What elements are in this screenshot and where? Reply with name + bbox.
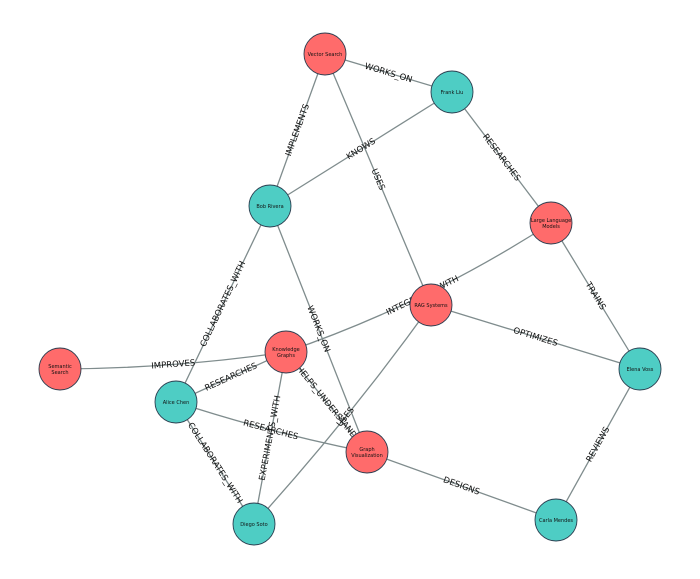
node-label: Carla Mendes <box>539 518 573 524</box>
node-circle[interactable] <box>430 70 474 114</box>
edge-label-rag-elena_voss: OPTIMIZES <box>512 326 559 349</box>
edge-label-alice_chen-bob_rivera: COLLABORATES_WITH <box>199 260 249 349</box>
edge-label-alice_chen-diego_soto: COLLABORATES_WITH <box>185 421 244 506</box>
edge-bob_rivera-frank_liu <box>269 91 453 207</box>
edge-llm-elena_voss <box>550 222 641 370</box>
node-label: Alice Chen <box>163 400 190 406</box>
edge-alice_chen-graph_viz <box>175 401 368 453</box>
node-label: Models <box>542 224 560 230</box>
node-diego-soto[interactable]: Diego Soto <box>232 502 276 546</box>
node-rag[interactable]: RAG Systems <box>409 283 453 327</box>
node-label: RAG Systems <box>414 303 448 309</box>
edge-label-graph_viz-carla_mendes: DESIGNS <box>442 475 481 497</box>
edge-semantic_search-knowledge_graphs <box>59 351 287 370</box>
node-vector-search[interactable]: Vector Search <box>303 32 347 76</box>
node-label: Elena Voss <box>627 367 654 373</box>
node-label: Vector Search <box>308 52 343 58</box>
node-circle[interactable] <box>232 502 276 546</box>
edge-alice_chen-bob_rivera <box>175 205 271 403</box>
node-circle[interactable] <box>409 283 453 327</box>
node-circle[interactable] <box>264 330 308 374</box>
edge-diego_soto-rag <box>253 304 432 525</box>
node-alice-chen[interactable]: Alice Chen <box>154 380 198 424</box>
node-label: Visualization <box>351 453 383 459</box>
edge-elena_voss-carla_mendes <box>555 368 641 521</box>
node-circle[interactable] <box>618 347 662 391</box>
node-circle[interactable] <box>154 380 198 424</box>
edge-label-frank_liu-llm: RESEARCHES <box>480 132 522 183</box>
edge-diego_soto-knowledge_graphs <box>253 351 287 525</box>
edge-label-bob_rivera-graph_viz: WORKS_ON <box>304 304 331 354</box>
node-label: Knowledge <box>272 347 300 353</box>
edge-graph_viz-carla_mendes <box>366 451 557 521</box>
edge-frank_liu-llm <box>451 91 552 224</box>
edge-label-semantic_search-knowledge_graphs: IMPROVES <box>151 358 196 371</box>
edge-label-bob_rivera-vector_search: IMPLEMENTS <box>284 103 312 158</box>
edge-label-knowledge_graphs-graph_viz: HELPS_UNDERSTAND <box>294 364 359 441</box>
node-circle[interactable] <box>38 347 82 391</box>
edge-label-llm-elena_voss: TRAINS <box>582 280 607 312</box>
node-frank-liu[interactable]: Frank Liu <box>430 70 474 114</box>
node-circle[interactable] <box>345 430 389 474</box>
edge-label-diego_soto-knowledge_graphs: EXPERIMENTS_WITH <box>258 395 284 482</box>
node-circle[interactable] <box>248 184 292 228</box>
node-label: Graph <box>359 447 374 453</box>
node-label: Diego Soto <box>240 522 267 528</box>
edge-label-alice_chen-knowledge_graphs: RESEARCHES <box>203 361 259 393</box>
node-bob-rivera[interactable]: Bob Rivera <box>248 184 292 228</box>
edge-bob_rivera-vector_search <box>269 53 326 207</box>
edge-label-vector_search-frank_liu: WORKS_ON <box>363 62 413 86</box>
node-circle[interactable] <box>534 498 578 542</box>
node-label: Semantic <box>48 364 72 370</box>
node-label: Search <box>51 370 68 376</box>
node-circle[interactable] <box>529 201 573 245</box>
edge-label-vector_search-rag: USES <box>369 167 387 192</box>
node-label: Large Language <box>531 218 571 224</box>
edge-rag-elena_voss <box>430 304 641 370</box>
node-circle[interactable] <box>303 32 347 76</box>
node-label: Frank Liu <box>441 90 464 96</box>
node-label: Graphs <box>277 353 295 359</box>
node-carla-mendes[interactable]: Carla Mendes <box>534 498 578 542</box>
edge-vector_search-rag <box>324 53 432 306</box>
edge-vector_search-frank_liu <box>324 53 453 93</box>
node-elena-voss[interactable]: Elena Voss <box>618 347 662 391</box>
edge-alice_chen-diego_soto <box>175 401 255 525</box>
node-label: Bob Rivera <box>256 204 283 210</box>
edge-label-elena_voss-carla_mendes: REVIEWS <box>585 425 613 464</box>
